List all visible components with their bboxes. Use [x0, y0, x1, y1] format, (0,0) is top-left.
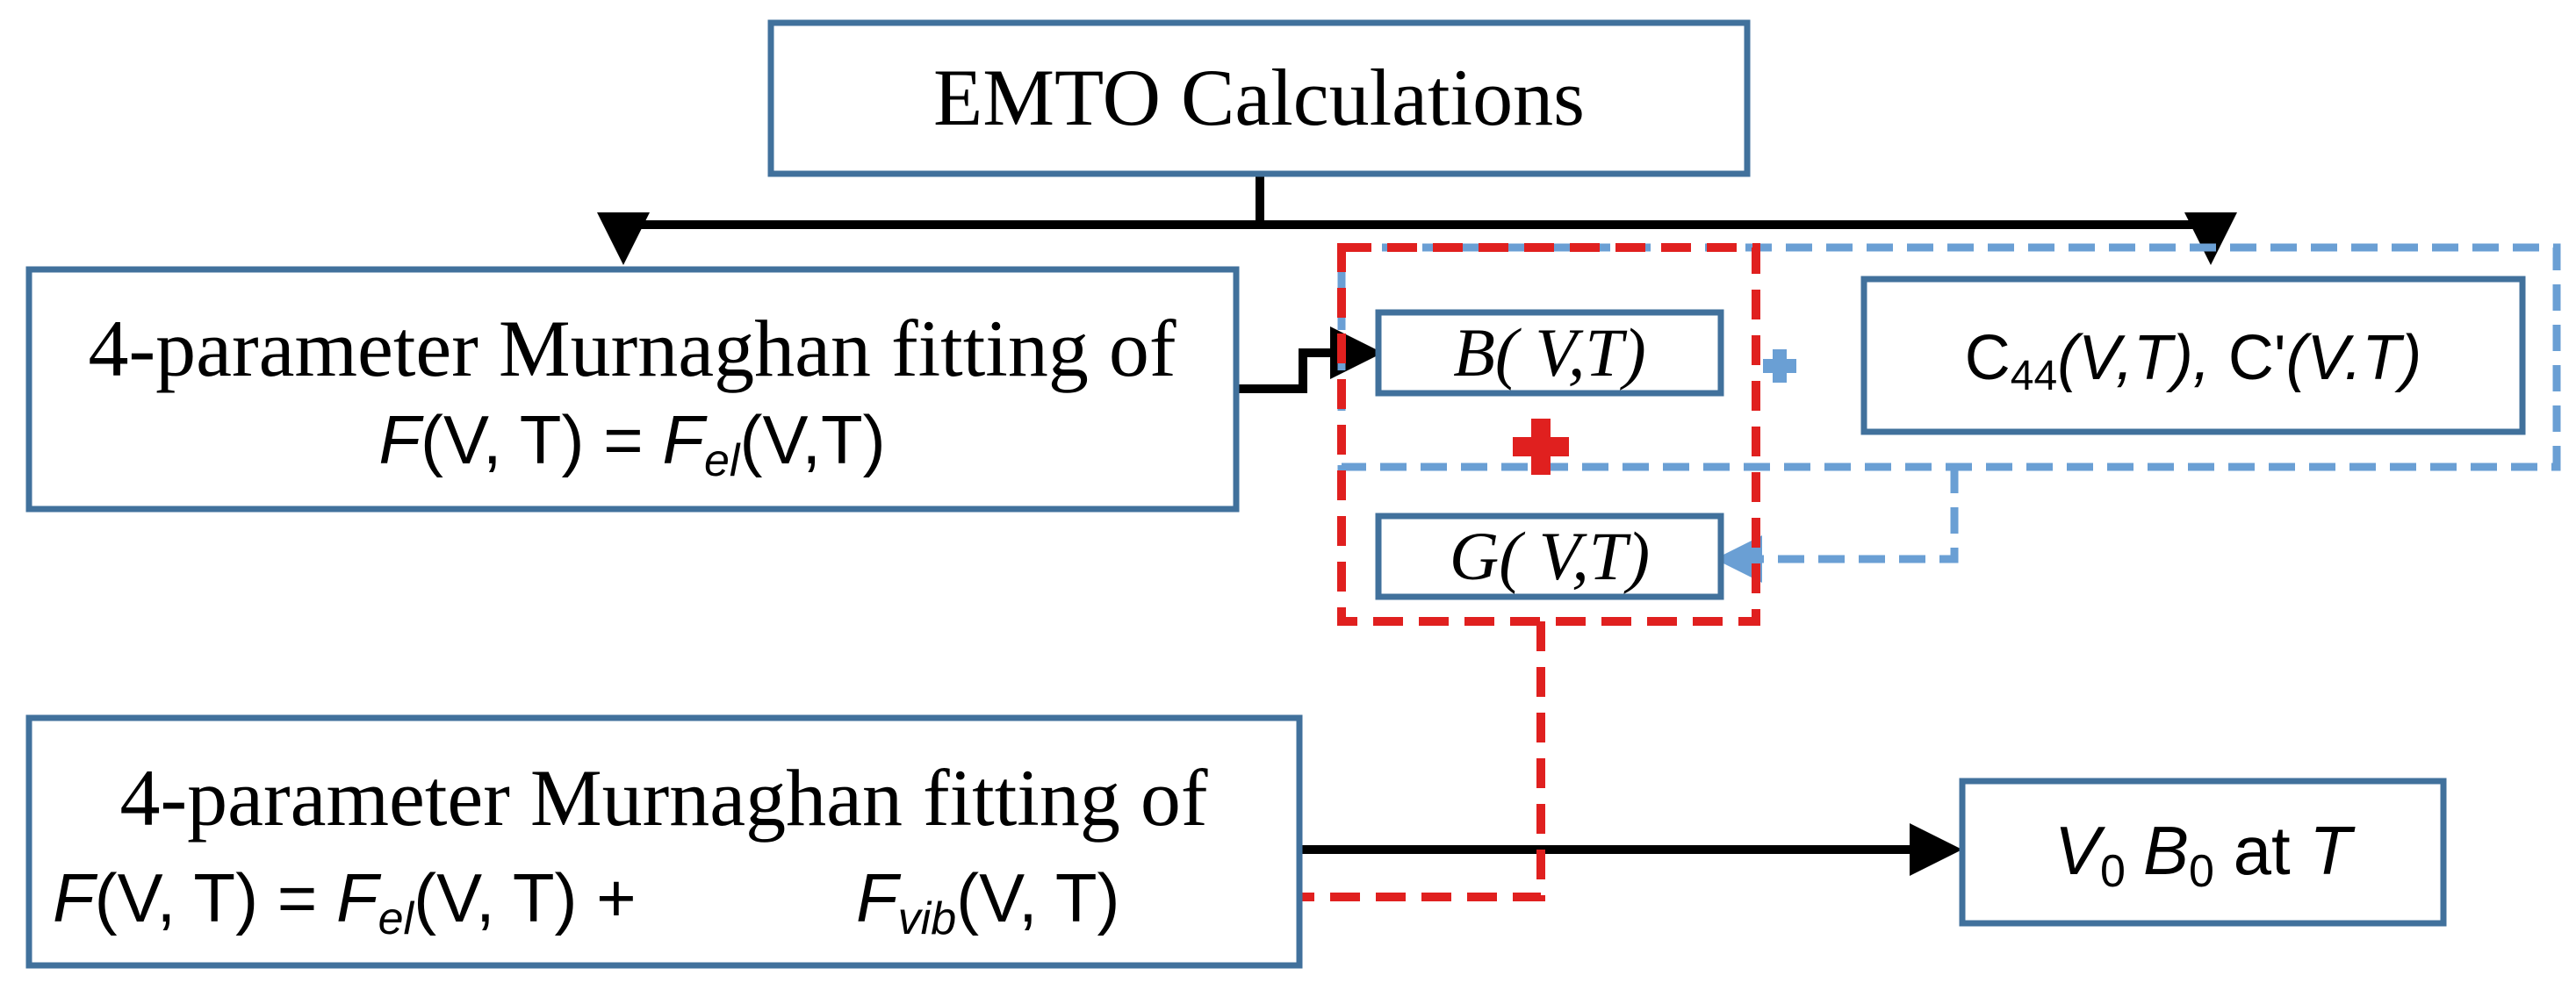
emto-node: EMTO Calculations	[767, 19, 1751, 177]
murnaghan-node-1: 4-parameter Murnaghan fitting of F(V, T)…	[25, 266, 1240, 513]
fvib-term: Fvib(V, T)	[856, 859, 1120, 944]
elastic-constants-label: C44(V,T), C'(V.T)	[1965, 323, 2421, 399]
black-connectors	[597, 174, 2237, 876]
murnaghan-2-equation: F(V, T) = Fel(V, T) +	[53, 859, 637, 944]
emto-label: EMTO Calculations	[933, 53, 1585, 142]
bulk-modulus-node: B( V,T)	[1375, 309, 1724, 397]
arrow-murnaghan-to-b	[1236, 326, 1383, 393]
bulk-modulus-label: B( V,T)	[1453, 314, 1646, 391]
blue-dashed-arrow-to-g	[1715, 467, 1959, 583]
elastic-constants-node: C44(V,T), C'(V.T)	[1860, 276, 2526, 435]
shear-modulus-label: G( V,T)	[1450, 518, 1650, 594]
red-dashed-outline	[1337, 243, 1760, 626]
murnaghan-node-2: 4-parameter Murnaghan fitting of F(V, T)…	[25, 714, 1303, 969]
shear-modulus-node: G( V,T)	[1375, 513, 1724, 600]
red-dashed-arrow-to-fvib	[1201, 621, 1545, 923]
plus-icon-blue	[1763, 349, 1796, 383]
red-dashed-group	[828, 243, 1760, 950]
murnaghan-1-equation: F(V, T) = Fel(V,T)	[378, 401, 885, 486]
murnaghan-1-title: 4-parameter Murnaghan fitting of	[89, 304, 1176, 393]
murnaghan-2-title: 4-parameter Murnaghan fitting of	[120, 753, 1208, 843]
plus-icon-red	[1513, 419, 1569, 475]
